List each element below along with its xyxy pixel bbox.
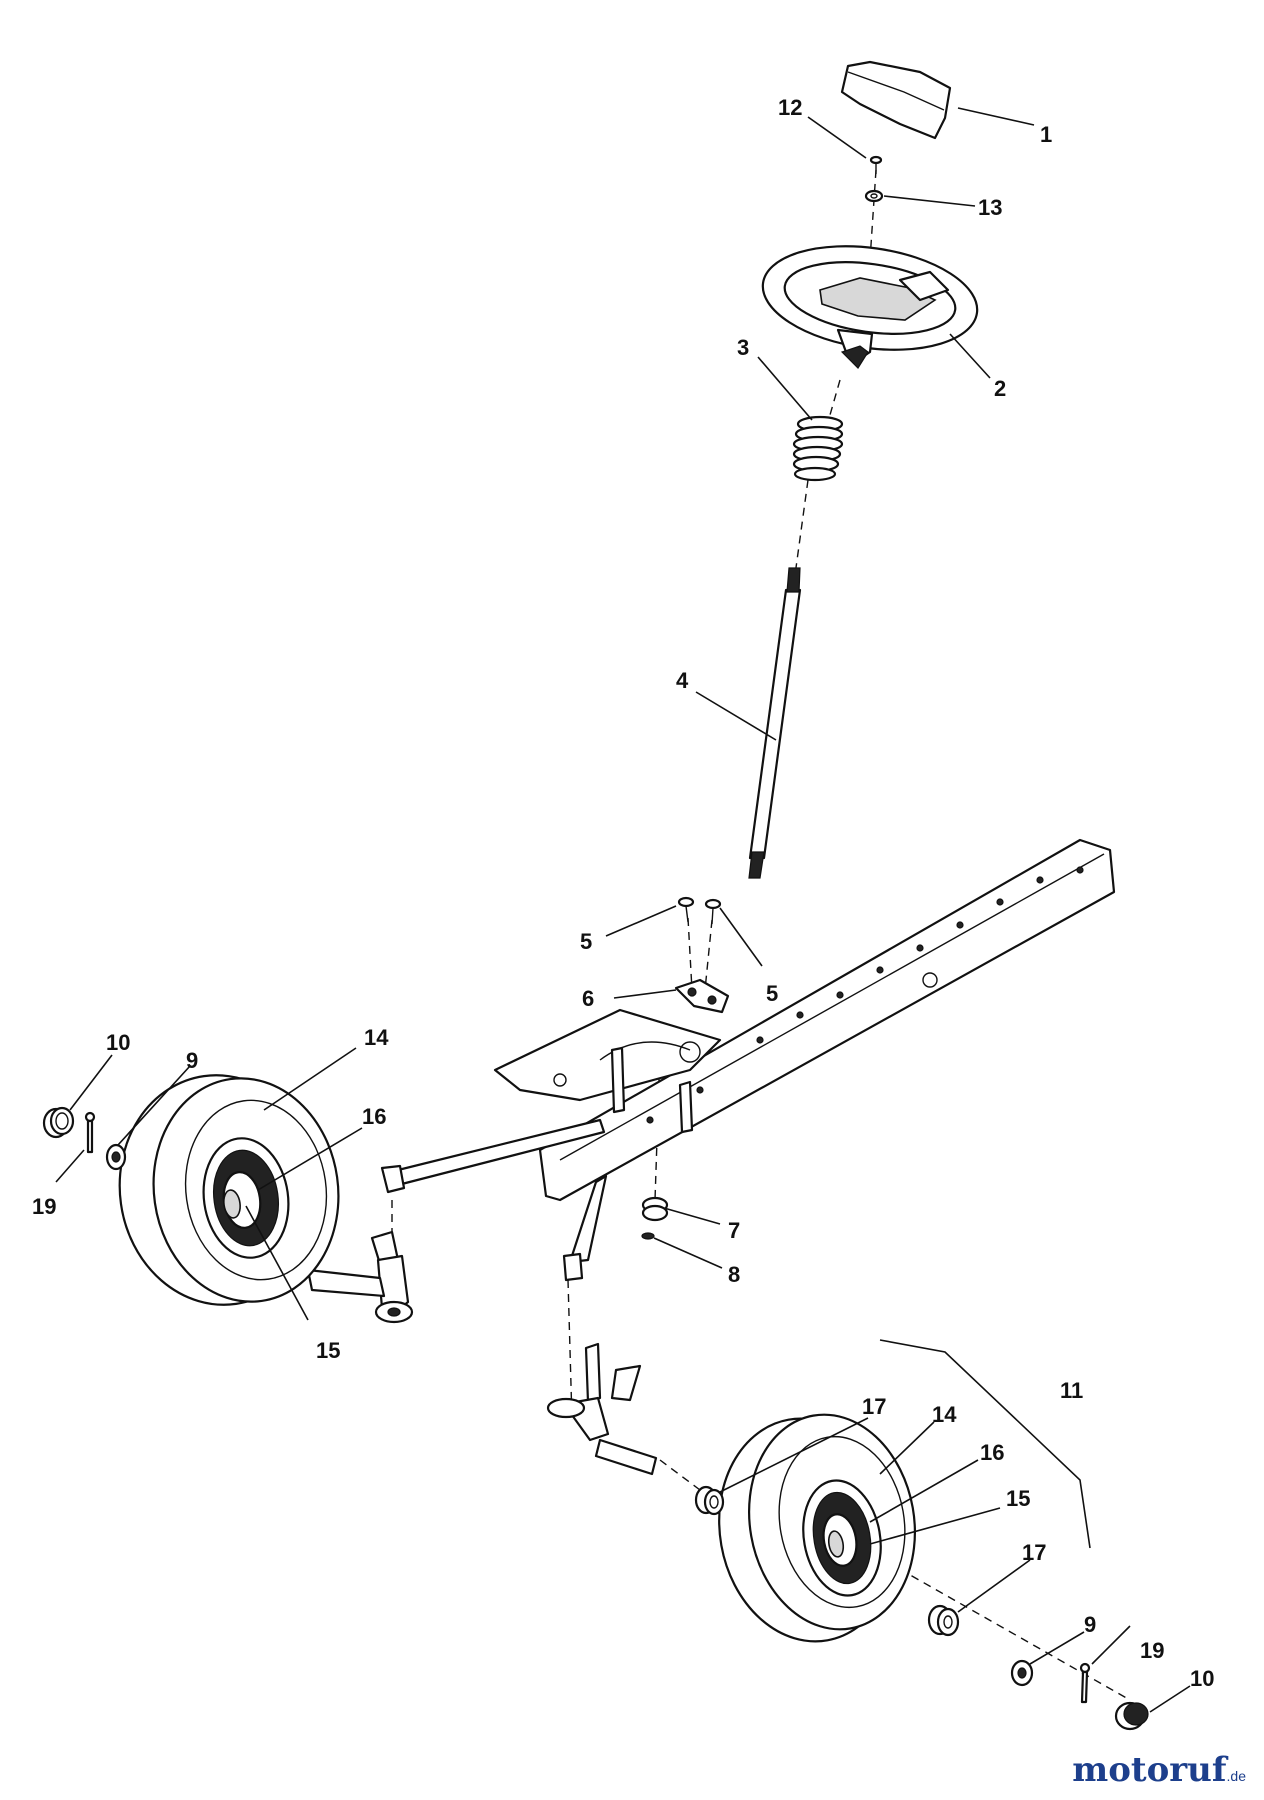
axis-line-right-tie (567, 1279, 573, 1421)
callout-15-right: 15 (1006, 1486, 1030, 1511)
cap-washer-part (864, 189, 884, 203)
axis-line-bolt-left (687, 917, 693, 991)
callout-labels: 1 2 3 4 5 5 6 7 8 9 9 10 10 11 12 13 14 … (32, 95, 1214, 1691)
left-spindle-part (306, 1230, 414, 1324)
right-wheel-hub-part (802, 1479, 882, 1597)
right-hub-cap-part (1114, 1701, 1149, 1731)
frame-holes (646, 866, 1084, 1124)
left-hub-cap-part (42, 1106, 75, 1139)
pinion-key-part (641, 1232, 655, 1240)
callout-14-right: 14 (932, 1402, 957, 1427)
callout-16-right: 16 (980, 1440, 1004, 1465)
mount-bolt-right-part (704, 898, 722, 925)
axis-line-spring-shaft (794, 479, 809, 576)
watermark-suffix: .de (1226, 1768, 1246, 1784)
callout-19-left: 19 (32, 1194, 56, 1219)
callout-5-left: 5 (580, 929, 592, 954)
right-cotter-pin-part (1079, 1662, 1091, 1704)
steering-wheel-part (761, 245, 979, 369)
callout-15-left: 15 (316, 1338, 340, 1363)
callout-3: 3 (737, 335, 749, 360)
wheel-assembly-bracket (879, 1339, 1091, 1549)
pinion-gear-part (641, 1196, 669, 1222)
callout-17-inner: 17 (862, 1394, 886, 1419)
callout-9-left: 9 (186, 1048, 198, 1073)
mount-bolt-left-part (677, 896, 695, 923)
callout-7: 7 (728, 1218, 740, 1243)
spring-part (792, 415, 844, 482)
right-spindle-part (546, 1342, 658, 1476)
left-wheel-hub-part (202, 1137, 290, 1259)
callout-12: 12 (778, 95, 802, 120)
callout-11: 11 (1060, 1378, 1083, 1403)
cap-screw-part (869, 155, 883, 174)
axis-line-right-hub (659, 1459, 701, 1491)
steering-cap-part (840, 60, 952, 140)
watermark-logo: motoruf.de (1072, 1750, 1246, 1790)
right-outer-bushing-part (927, 1604, 960, 1637)
left-cotter-pin-part (84, 1111, 96, 1154)
steering-bracket-part (674, 978, 730, 1014)
callout-6: 6 (582, 986, 594, 1011)
callout-10-left: 10 (106, 1030, 130, 1055)
callout-14-left: 14 (364, 1025, 389, 1050)
watermark-text: motoruf (1072, 1750, 1227, 1790)
tie-rod-left-part (380, 1118, 606, 1194)
chassis-frame-part (493, 838, 1116, 1202)
tie-rod-right-part (562, 1174, 608, 1282)
axis-line-cap-wheel (869, 169, 877, 261)
callout-2: 2 (994, 376, 1006, 401)
callout-19-right: 19 (1140, 1638, 1164, 1663)
callout-1: 1 (1040, 122, 1052, 147)
callout-17-outer: 17 (1022, 1540, 1046, 1565)
callout-9-right: 9 (1084, 1612, 1096, 1637)
leader-lines (55, 107, 1191, 1713)
callout-5-right: 5 (766, 981, 778, 1006)
callout-4: 4 (676, 668, 689, 693)
callout-10-right: 10 (1190, 1666, 1214, 1691)
right-inner-bushing-part (694, 1485, 725, 1516)
callout-13: 13 (978, 195, 1002, 220)
right-washer-part (1010, 1659, 1034, 1687)
left-washer-part (105, 1143, 127, 1171)
callout-16-left: 16 (362, 1104, 386, 1129)
callout-8: 8 (728, 1262, 740, 1287)
axis-line-bolt-right (704, 919, 713, 991)
steering-shaft-part (748, 567, 802, 879)
